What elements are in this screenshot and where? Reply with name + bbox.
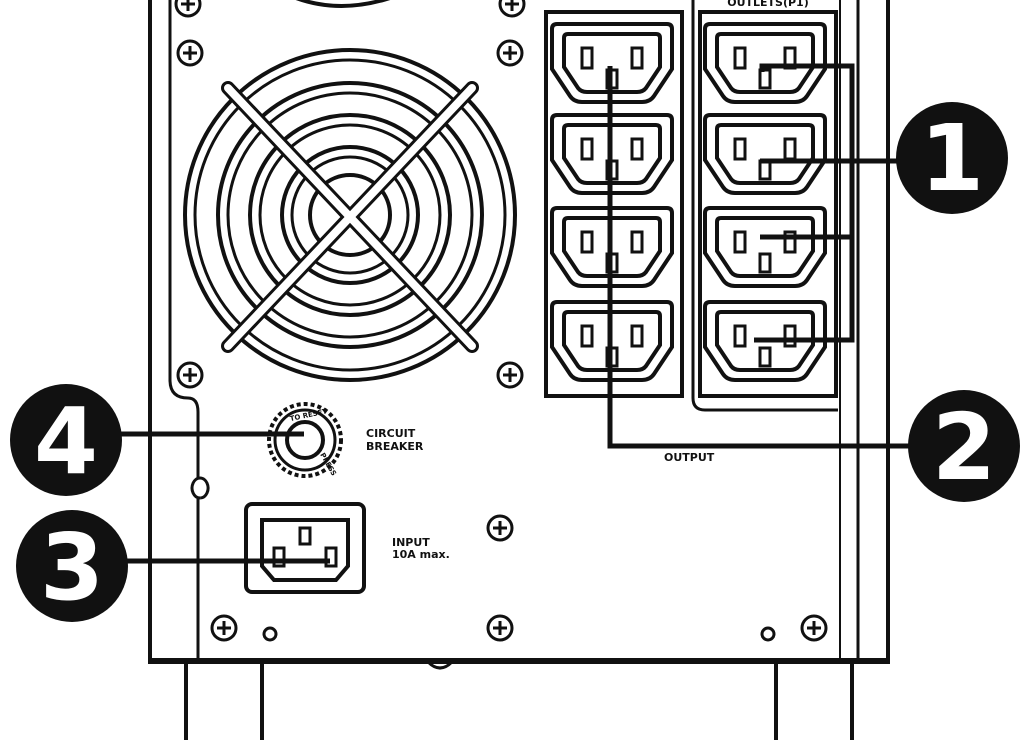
- input-socket: [244, 502, 366, 594]
- foot-right: [774, 660, 854, 740]
- callout-number: 3: [40, 514, 104, 621]
- leader-lines: [110, 63, 920, 564]
- callout-number: 4: [34, 388, 98, 495]
- callout-1: 1: [896, 102, 1008, 214]
- output-label: OUTPUT: [664, 451, 715, 464]
- fan-grille: [183, 48, 517, 382]
- screw-icon: [174, 0, 202, 18]
- screw-icon: [176, 361, 204, 389]
- screw-icon: [486, 614, 514, 642]
- callout-number: 1: [920, 105, 984, 212]
- breaker-label: BREAKER: [366, 440, 424, 453]
- callout-4: 4: [10, 384, 122, 496]
- callout-number: 2: [932, 394, 996, 501]
- foot-left: [184, 660, 264, 740]
- outlets-header-label: OUTLETS(P1): [727, 0, 809, 9]
- circuit-label: CIRCUIT: [366, 427, 416, 440]
- callout-2: 2: [908, 390, 1020, 502]
- screw-icon: [496, 39, 524, 67]
- screw-icon: [210, 614, 238, 642]
- screw-icon: [176, 39, 204, 67]
- callout-3: 3: [16, 510, 128, 622]
- ac-outlet-icon: [703, 206, 827, 288]
- ac-outlet-icon: [703, 113, 827, 195]
- screws: [174, 0, 828, 642]
- input-rating-label: 10A max.: [392, 548, 450, 561]
- vent-hole: [190, 476, 210, 500]
- ac-outlet-icon: [703, 22, 827, 104]
- p1-outlet-bank: OUTLETS(P1): [691, 0, 838, 412]
- output-outlet-bank: [544, 10, 684, 398]
- screw-icon: [498, 0, 526, 18]
- input-label: INPUT: [392, 536, 430, 549]
- circuit-breaker: TO RESET PRESS: [267, 402, 343, 478]
- screw-icon: [496, 361, 524, 389]
- screw-icon: [800, 614, 828, 642]
- screw-icon: [486, 514, 514, 542]
